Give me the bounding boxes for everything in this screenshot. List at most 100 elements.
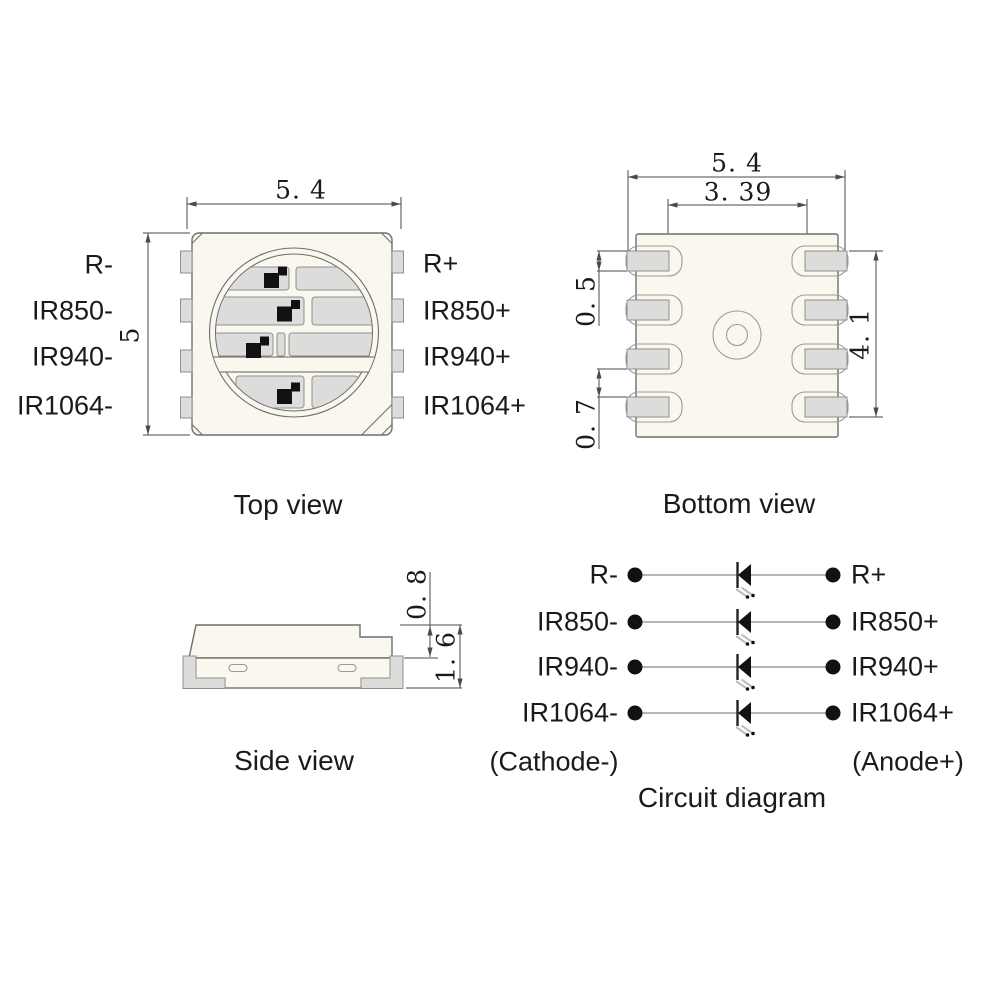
dim-label-bottom-pad-gap: 0. 7 xyxy=(571,398,601,450)
node-dot xyxy=(627,614,643,630)
circuit-label-ir940-pos: IR940+ xyxy=(851,651,939,682)
circuit-label-ir940-neg: IR940- xyxy=(536,651,618,682)
dimension-lines xyxy=(400,572,463,689)
pin-label-ir940-neg: IR940- xyxy=(31,341,113,372)
solder-pad xyxy=(804,250,848,272)
solder-pad xyxy=(804,396,848,418)
emission-arrow-tip xyxy=(751,640,755,645)
dimension-arrow xyxy=(427,626,433,636)
emission-arrows xyxy=(735,724,753,735)
circuit-label-r-pos: R+ xyxy=(851,559,887,590)
pin xyxy=(180,250,193,274)
circuit-label-ir850-pos: IR850+ xyxy=(851,606,939,637)
dimension-arrow xyxy=(427,647,433,657)
solder-pad xyxy=(626,250,670,272)
pins xyxy=(180,250,404,419)
dimension-arrow xyxy=(596,251,602,261)
diode-symbol xyxy=(738,564,751,586)
side-view-drawing xyxy=(182,572,463,689)
caption-circuit-diagram: Circuit diagram xyxy=(637,782,827,813)
solder-pad xyxy=(804,299,848,321)
dim-label-bottom-pad-span-y: 4. 1 xyxy=(845,308,875,360)
anode-label: (Anode+) xyxy=(852,746,964,777)
dim-label-side-top-height: 0. 8 xyxy=(402,568,432,620)
pad-outline xyxy=(625,245,683,277)
pin-label-ir1064-pos: IR1064+ xyxy=(423,390,526,421)
pin-label-r-neg: R- xyxy=(84,249,114,280)
circuit-label-r-neg: R- xyxy=(589,559,619,590)
pad-outline xyxy=(791,391,849,423)
dimension-arrow xyxy=(596,387,602,397)
pin xyxy=(391,298,404,323)
pad-outline xyxy=(791,343,849,375)
emission-arrow-tip xyxy=(745,687,750,691)
pad-outline xyxy=(625,294,683,326)
pin xyxy=(180,298,193,323)
led-die xyxy=(246,343,261,358)
emission-arrows xyxy=(735,633,753,644)
node-dot xyxy=(627,659,643,675)
node-dot xyxy=(627,567,643,583)
pin-label-ir1064-neg: IR1064- xyxy=(16,390,113,421)
led-die xyxy=(291,382,300,392)
pad-outline xyxy=(791,294,849,326)
circuit-label-ir850-neg: IR850- xyxy=(536,606,618,637)
dimension-arrow xyxy=(873,407,879,417)
solder-pad xyxy=(626,348,670,370)
top-view-drawing xyxy=(143,197,404,436)
dimension-arrow xyxy=(873,251,879,261)
led-dies xyxy=(246,266,300,404)
dim-label-side-total-height: 1. 6 xyxy=(431,631,461,683)
led-pad xyxy=(288,332,372,357)
emission-arrows xyxy=(735,586,753,597)
led-die xyxy=(278,266,287,276)
emitter-ring-outer xyxy=(208,247,380,418)
led-pad xyxy=(311,296,372,326)
circuit-diagram-drawing xyxy=(627,562,841,737)
foot xyxy=(182,655,226,689)
pin-label-r-pos: R+ xyxy=(423,248,459,279)
pin xyxy=(391,349,404,373)
thermal-pad-circle-outer xyxy=(712,310,762,360)
thermal-pad-circle-inner xyxy=(725,323,749,347)
solder-pads xyxy=(625,245,849,423)
node-dot xyxy=(825,659,841,675)
solder-pad xyxy=(626,299,670,321)
caption-side-view: Side view xyxy=(234,745,354,776)
led-die xyxy=(277,306,292,322)
dimension-arrow xyxy=(668,202,678,208)
dimension-arrow xyxy=(145,425,151,435)
led-die xyxy=(260,336,269,346)
cathode-label: (Cathode-) xyxy=(489,746,619,777)
solder-pad xyxy=(626,396,670,418)
led-die xyxy=(277,389,292,404)
dim-label-bottom-pad-span-x: 3. 39 xyxy=(703,177,773,207)
emission-arrow-tip xyxy=(745,642,750,646)
body-top xyxy=(188,624,393,659)
emission-arrow-tip xyxy=(751,731,755,736)
dimension-arrow xyxy=(457,625,463,635)
led-die xyxy=(291,300,300,309)
dimension-arrow xyxy=(797,202,807,208)
dim-label-top-width: 5. 4 xyxy=(275,175,327,205)
dimension-arrow xyxy=(628,174,638,180)
diode-symbol xyxy=(738,656,751,678)
node-dot xyxy=(825,705,841,721)
pin xyxy=(391,396,404,419)
dimension-arrow xyxy=(835,174,845,180)
led-pad xyxy=(276,332,286,357)
dim-label-bottom-width: 5. 4 xyxy=(711,148,763,178)
dimension-arrow xyxy=(596,261,602,271)
pin-label-ir850-neg: IR850- xyxy=(31,295,113,326)
emission-arrow-tip xyxy=(751,593,755,598)
caption-top-view: Top view xyxy=(233,489,343,520)
pin xyxy=(180,349,193,373)
diode-symbol xyxy=(738,611,751,633)
led-die xyxy=(264,273,279,288)
emission-arrows xyxy=(735,678,753,689)
dimension-lines xyxy=(143,197,402,436)
slot xyxy=(228,663,248,673)
node-dot xyxy=(825,614,841,630)
node-dot xyxy=(627,705,643,721)
